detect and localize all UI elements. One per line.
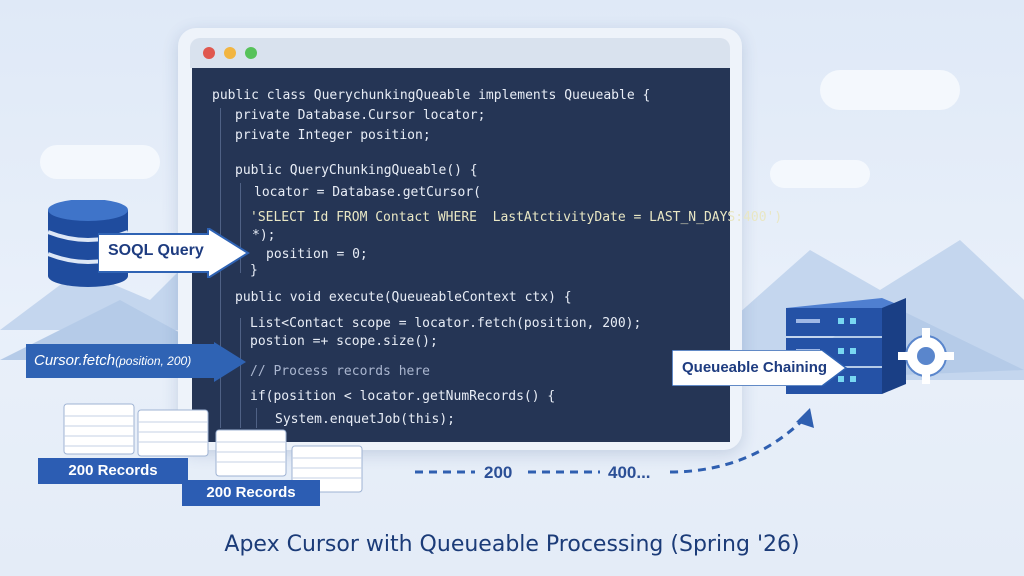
code-line-string: 'SELECT Id FROM Contact WHERE LastAtctiv… [250,210,783,225]
code-line: public void execute(QueueableContext ctx… [235,290,572,305]
chain-count-400: 400... [608,463,651,482]
page-title: Apex Cursor with Queueable Processing (S… [224,532,800,557]
cursor-fetch-method: Cursor.fetch [34,352,116,369]
code-line: private Integer position; [235,128,431,143]
code-line: if(position < locator.getNumRecords() { [250,389,556,404]
cursor-fetch-label: Cursor.fetch(position, 200) [34,352,191,370]
maximize-dot-icon[interactable] [245,47,257,59]
cloud-decoration [770,160,870,188]
code-line: position = 0; [266,247,368,262]
code-line: locator = Database.getCursor( [254,185,481,200]
window-titlebar [190,38,730,68]
code-line: List<Contact scope = locator.fetch(posit… [250,316,642,331]
indent-guide [240,183,241,273]
code-line: public QueryChunkingQueable() { [235,163,478,178]
cloud-decoration [40,145,160,179]
cloud-decoration [820,70,960,110]
code-line: postion =+ scope.size(); [250,334,438,349]
records-batch-2: 200 Records [182,480,320,506]
queueable-chaining-label: Queueable Chaining [682,359,828,376]
indent-guide [256,408,257,428]
code-line-comment: // Process records here [250,364,431,379]
code-editor [192,68,730,442]
minimize-dot-icon[interactable] [224,47,236,59]
code-line: *); [252,228,276,243]
chain-count-200: 200 [484,463,513,482]
code-line: private Database.Cursor locator; [235,108,486,123]
close-dot-icon[interactable] [203,47,215,59]
records-batch-1: 200 Records [38,458,188,484]
cursor-fetch-args: (position, 200) [115,354,192,368]
code-line: public class QuerychunkingQueable implem… [212,88,651,103]
soql-query-label: SOQL Query [108,242,204,259]
arrow-right-icon [98,228,250,278]
code-line: System.enquetJob(this); [275,412,456,427]
arrow-right-icon [672,350,848,386]
chain-arrow-icon [415,408,814,474]
arrow-right-icon [26,342,246,382]
code-line: } [250,263,258,278]
gear-icon [898,328,954,384]
indent-guide [240,318,241,428]
